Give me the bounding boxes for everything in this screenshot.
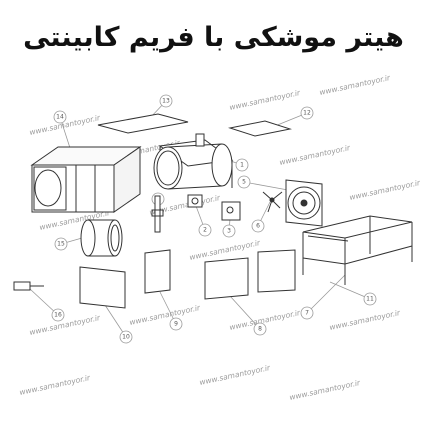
top-panel-part (97, 113, 189, 134)
part-number-label: 2 (203, 227, 207, 234)
fan-guard-part (285, 179, 323, 227)
callout-circle (159, 94, 173, 108)
callout-circle (237, 175, 251, 189)
watermark-text: www.samantoyor.ir (199, 363, 272, 387)
callout-circle (253, 322, 267, 336)
watermark-text: www.samantoyor.ir (329, 308, 402, 332)
callout-circle (119, 330, 133, 344)
callout-circle (51, 308, 65, 322)
watermark-text: www.samantoyor.ir (129, 303, 202, 327)
callout-leader (306, 274, 346, 314)
part-number-label: 14 (56, 114, 64, 121)
callout-circle (169, 317, 183, 331)
front-panel-part (79, 266, 126, 309)
stand-frame-part (302, 215, 413, 285)
part-number-label: 8 (258, 326, 262, 333)
callout-circle (300, 106, 314, 120)
watermark-text: www.samantoyor.ir (319, 73, 392, 97)
watermark-text: www.samantoyor.ir (29, 313, 102, 337)
sensor-part (13, 281, 44, 291)
part-number-label: 10 (122, 334, 130, 341)
watermark-text: www.samantoyor.ir (349, 178, 422, 202)
control-box-part (221, 201, 241, 221)
part-number-label: 11 (366, 296, 374, 303)
part-number-label: 13 (162, 98, 170, 105)
round-duct-part (80, 219, 123, 257)
part-number-label: 12 (303, 110, 311, 117)
diagram-title: هیتر موشکی با فریم کابینتی (23, 22, 404, 53)
fan-blade-part (262, 191, 283, 213)
callout-circle (53, 110, 67, 124)
callout-circle (235, 158, 249, 172)
watermark-text: www.samantoyor.ir (289, 378, 362, 402)
heater-cylinder-part (153, 133, 234, 190)
watermark-text: www.samantoyor.ir (279, 143, 352, 167)
callout-circle (54, 237, 68, 251)
small-plate-part (144, 249, 171, 294)
watermark-text: www.samantoyor.ir (19, 373, 92, 397)
callout-leader (229, 295, 261, 330)
watermark-text: www.samantoyor.ir (229, 88, 302, 112)
part-number-label: 16 (54, 312, 62, 319)
callout-circle (300, 306, 314, 320)
part-number-label: 3 (227, 228, 231, 235)
callout-leader (243, 181, 289, 191)
part-number-label: 1 (240, 162, 244, 169)
back-panel-part (257, 249, 296, 293)
watermark-text: www.samantoyor.ir (189, 238, 262, 262)
callout-layer: 12345678910111213141516 (29, 94, 377, 344)
callout-leader (329, 281, 371, 300)
part-number-label: 9 (174, 321, 178, 328)
callout-circle (222, 224, 236, 238)
callout-circle (363, 292, 377, 306)
cabinet-box-part (30, 146, 142, 213)
part-number-label: 5 (242, 179, 246, 186)
top-cover-part (228, 120, 292, 137)
burner-part (187, 194, 203, 208)
side-panel-part (204, 257, 249, 300)
callout-circle (251, 219, 265, 233)
part-number-label: 15 (57, 241, 65, 248)
callout-circle (198, 223, 212, 237)
part-number-label: 6 (256, 223, 260, 230)
watermark-layer: www.samantoyor.ir www.samantoyor.ir www.sa… (19, 73, 422, 402)
bracket-part (151, 195, 164, 233)
part-number-label: 7 (305, 310, 309, 317)
